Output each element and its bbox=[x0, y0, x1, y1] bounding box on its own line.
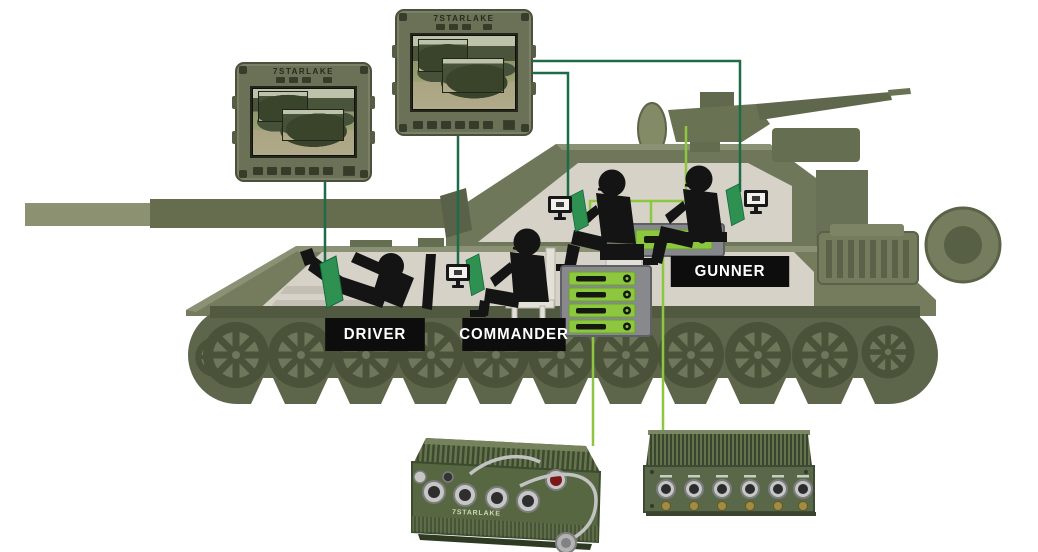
cable-display2-to-gunner-terminal bbox=[529, 59, 742, 192]
round-ports bbox=[656, 479, 813, 499]
display-bottom-buttons bbox=[237, 166, 370, 176]
signal-lines bbox=[323, 59, 742, 446]
rugged-display-driver: 7STARLAKE bbox=[232, 62, 375, 182]
rack-unit-4 bbox=[568, 319, 636, 334]
cable-display2-to-turret-terminal bbox=[529, 71, 570, 200]
display-top-buttons bbox=[237, 77, 370, 83]
bezel-tab bbox=[392, 45, 397, 59]
bezel-tab bbox=[392, 82, 397, 96]
screen-window bbox=[281, 109, 344, 141]
display-bottom-buttons bbox=[397, 120, 531, 130]
red-connector bbox=[550, 474, 562, 486]
display-button bbox=[275, 77, 285, 83]
bezel-tab bbox=[370, 131, 375, 145]
display-button bbox=[294, 167, 305, 175]
cables bbox=[468, 454, 598, 543]
display-screen bbox=[250, 86, 357, 158]
display-button bbox=[252, 167, 263, 175]
display-button bbox=[266, 167, 277, 175]
gold-ports bbox=[661, 501, 808, 511]
display-top-buttons bbox=[397, 24, 531, 30]
bezel-screw-icon bbox=[399, 124, 407, 132]
bezel-screw-icon bbox=[399, 13, 407, 21]
rugged-server-left: 7STARLAKE bbox=[411, 438, 602, 552]
rugged-switch-right bbox=[643, 430, 816, 516]
display-button bbox=[455, 121, 465, 129]
screen-window bbox=[442, 58, 505, 94]
driver-label: DRIVER bbox=[325, 318, 425, 351]
crew-figures bbox=[300, 165, 727, 323]
display-brand-label: 7STARLAKE bbox=[273, 67, 334, 76]
commander-label: COMMANDER bbox=[459, 318, 568, 351]
display-brand-label: 7STARLAKE bbox=[433, 14, 495, 23]
gunner-label: GUNNER bbox=[670, 256, 790, 287]
display-button bbox=[427, 121, 437, 129]
display-button bbox=[301, 77, 311, 83]
display-button bbox=[483, 121, 493, 129]
bezel-tab bbox=[531, 82, 536, 96]
rugged-display-commander: 7STARLAKE bbox=[392, 9, 536, 136]
rack-unit-3 bbox=[568, 303, 636, 318]
display-button bbox=[280, 167, 291, 175]
bezel-screw-icon bbox=[360, 170, 368, 178]
brand-badge-icon bbox=[503, 120, 515, 130]
cable-plug bbox=[555, 532, 577, 552]
display-button bbox=[322, 167, 333, 175]
brand-badge-icon bbox=[342, 166, 355, 176]
bezel-screw-icon bbox=[360, 66, 368, 74]
bezel-tab bbox=[531, 45, 536, 59]
display-button bbox=[288, 77, 298, 83]
bezel-screw-icon bbox=[239, 66, 247, 74]
bezel-screw-icon bbox=[239, 170, 247, 178]
commander-rack bbox=[560, 265, 652, 337]
bezel-screw-icon bbox=[521, 124, 529, 132]
remote-weapon-station bbox=[668, 88, 911, 152]
display-button bbox=[441, 121, 451, 129]
gunner-figure bbox=[643, 165, 727, 265]
display-button bbox=[413, 121, 423, 129]
rear-fuel-drum bbox=[924, 206, 1002, 284]
rack-unit-1 bbox=[568, 271, 636, 286]
display-button bbox=[462, 24, 471, 30]
port-labels bbox=[660, 475, 809, 478]
gun-mantlet bbox=[440, 188, 472, 238]
stowage-box bbox=[817, 224, 919, 285]
bezel-tab bbox=[232, 96, 237, 110]
rack-unit-2 bbox=[568, 287, 636, 302]
main-gun-barrel bbox=[25, 199, 460, 228]
display-button bbox=[322, 77, 332, 83]
server-brand-text: 7STARLAKE bbox=[452, 509, 501, 518]
mil-connectors bbox=[413, 469, 567, 513]
bezel-tab bbox=[370, 96, 375, 110]
display-screen bbox=[410, 33, 518, 112]
display-button bbox=[308, 167, 319, 175]
bezel-screw-icon bbox=[521, 13, 529, 21]
display-button bbox=[436, 24, 445, 30]
bezel-tab bbox=[232, 131, 237, 145]
display-button bbox=[449, 24, 458, 30]
display-button bbox=[483, 24, 492, 30]
display-button bbox=[469, 121, 479, 129]
commander-figure bbox=[470, 228, 556, 323]
